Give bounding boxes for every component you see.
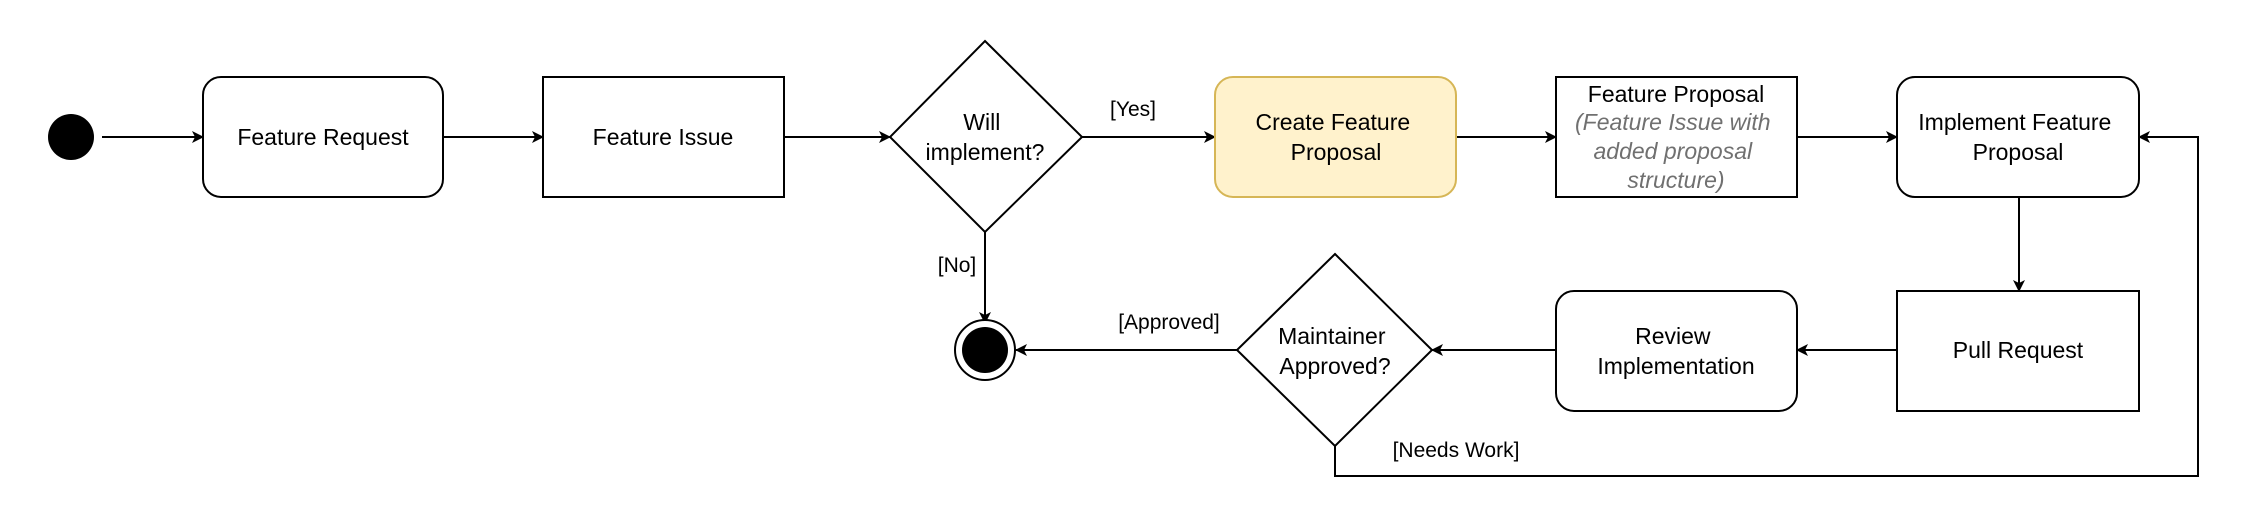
svg-text:Implement Feature Propos: Implement Feature Proposal bbox=[1918, 109, 2117, 165]
edge-label-needs-work: [Needs Work] bbox=[1393, 439, 1520, 462]
svg-text:Review Implementation: Review Implementation bbox=[1597, 323, 1754, 379]
node-pull-request: Pull Request bbox=[1896, 290, 2140, 412]
svg-text:Maintainer Approved?: Maintainer Approved? bbox=[1278, 323, 1392, 379]
node-create-feature-proposal: Create Feature Proposal bbox=[1214, 76, 1457, 198]
decision-maintainer-approved: Maintainer Approved? bbox=[1235, 252, 1434, 448]
node-implement-feature-proposal: Implement Feature Proposal bbox=[1896, 76, 2140, 198]
node-feature-request: Feature Request bbox=[202, 76, 444, 198]
svg-text:Feature Issue: Feature Issue bbox=[593, 124, 734, 150]
svg-text:Create Feature Proposal: Create Feature Proposal bbox=[1255, 109, 1416, 165]
start-node bbox=[48, 114, 94, 160]
edge-needs-work bbox=[1334, 131, 2199, 477]
edge-label-yes: [Yes] bbox=[1110, 98, 1156, 121]
svg-text:Will implement?: Will implement? bbox=[926, 109, 1045, 165]
decision-will-implement: Will implement? bbox=[888, 39, 1084, 234]
node-feature-issue: Feature Issue bbox=[542, 76, 785, 198]
end-node bbox=[954, 319, 1016, 381]
svg-text:Pull Request: Pull Request bbox=[1953, 337, 2084, 363]
svg-text:Feature Request: Feature Request bbox=[237, 124, 409, 150]
feature-proposal-note: (Feature Issue with added proposal struc… bbox=[1575, 109, 1777, 193]
node-review-implementation: Review Implementation bbox=[1555, 290, 1798, 412]
svg-text:Feature Proposal: Feature Proposal bbox=[1588, 81, 1764, 107]
edge-label-approved: [Approved] bbox=[1118, 311, 1220, 334]
edge-label-no: [No] bbox=[938, 254, 977, 277]
node-feature-proposal: Feature Proposal (Feature Issue with add… bbox=[1555, 76, 1798, 198]
